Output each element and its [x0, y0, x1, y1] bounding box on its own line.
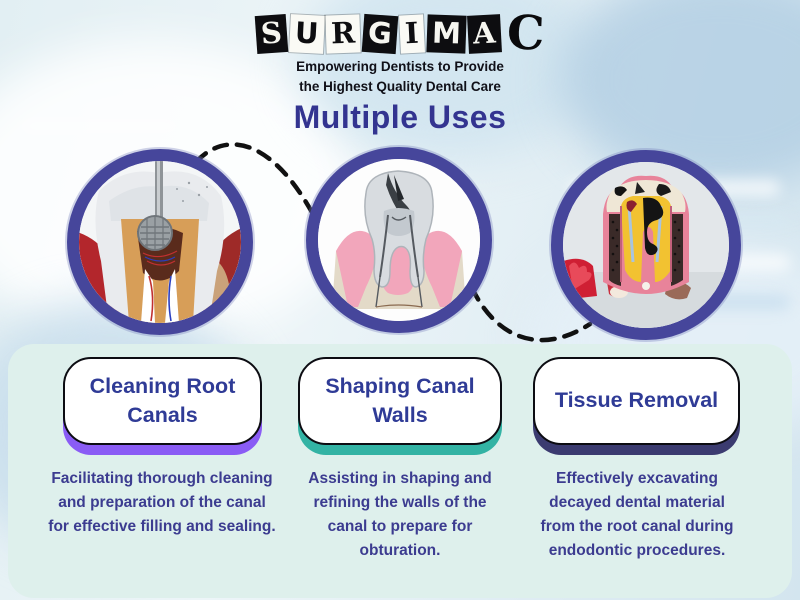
description-tissue-removal: Effectively excavating decayed dental ma… [540, 470, 734, 560]
card-face: Tissue Removal [533, 357, 740, 445]
tissue-removal-image [551, 150, 741, 340]
card-tissue-removal: Tissue Removal [533, 357, 740, 455]
card-heading: Tissue Removal [554, 388, 719, 413]
background-streak [20, 120, 180, 132]
tagline-line-1: Empowering Dentists to Provide [296, 59, 504, 74]
tooth-anatomy-illustration [318, 159, 480, 321]
card-face: Cleaning Root Canals [63, 357, 262, 445]
page-title: Multiple Uses [293, 99, 507, 135]
description-shaping-canal-walls: Assisting in shaping and refining the wa… [308, 470, 492, 560]
card-cleaning-root-canals: Cleaning Root Canals [63, 357, 262, 455]
logo-tagline: Empowering Dentists to Provide the Highe… [0, 57, 800, 98]
tagline-line-2: the Highest Quality Dental Care [299, 79, 501, 95]
shaping-canal-walls-image [306, 147, 492, 333]
card-heading: Shaping Canal Walls [325, 373, 475, 427]
description-cleaning-root-canals: Facilitating thorough cleaning and prepa… [48, 470, 276, 536]
card-heading: Cleaning Root Canals [89, 373, 236, 427]
card-shaping-canal-walls: Shaping Canal Walls [298, 357, 502, 455]
cleaning-root-canals-image [67, 149, 253, 335]
decayed-tooth-model-photo [563, 162, 729, 328]
card-face: Shaping Canal Walls [298, 357, 502, 445]
tooth-cross-section-with-drill-illustration [79, 161, 241, 323]
